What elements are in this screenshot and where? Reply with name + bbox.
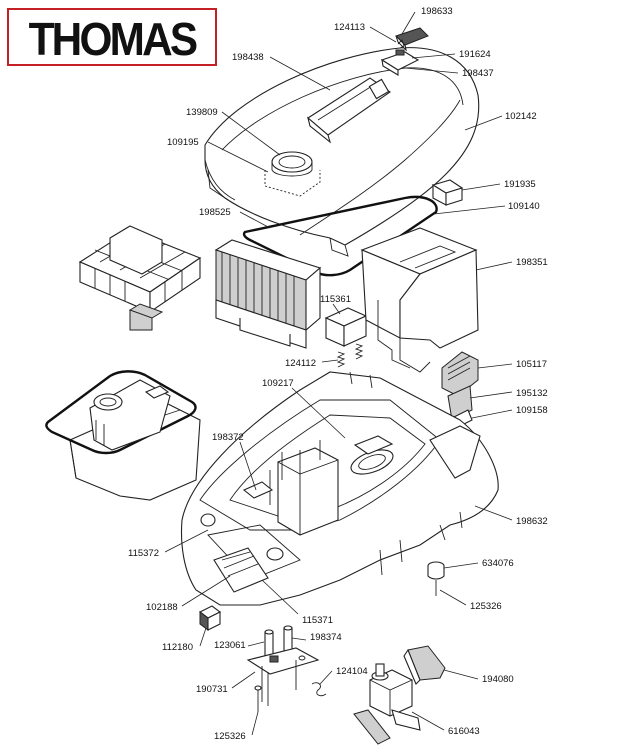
label-109195: 109195 bbox=[167, 137, 199, 148]
label-109140: 109140 bbox=[508, 201, 540, 212]
pedal-drawing bbox=[213, 547, 269, 593]
base-body-drawing bbox=[181, 371, 499, 606]
spring-clip-drawing bbox=[311, 682, 327, 697]
label-115361: 115361 bbox=[320, 294, 351, 305]
label-112180: 112180 bbox=[162, 642, 193, 653]
label-102142: 102142 bbox=[505, 111, 537, 122]
lower-bracket-drawing bbox=[353, 709, 391, 745]
label-198437: 198437 bbox=[462, 68, 494, 79]
label-198374: 198374 bbox=[310, 632, 342, 643]
switch-drawing bbox=[198, 605, 222, 631]
water-bowl-drawing bbox=[45, 370, 201, 501]
pleated-filter-drawing bbox=[214, 239, 322, 349]
filter-tray-drawing bbox=[78, 225, 202, 331]
label-125326-right: 125326 bbox=[470, 601, 502, 612]
label-115371: 115371 bbox=[302, 615, 333, 626]
foam-block-drawing bbox=[324, 307, 368, 347]
label-191624: 191624 bbox=[459, 49, 491, 60]
label-105117: 105117 bbox=[516, 359, 547, 370]
label-198525: 198525 bbox=[199, 207, 231, 218]
water-tank-drawing bbox=[360, 227, 479, 373]
label-198633: 198633 bbox=[421, 6, 453, 17]
label-198351: 198351 bbox=[516, 257, 548, 268]
logo-text: THOMAS bbox=[28, 13, 199, 65]
hose-port-drawing bbox=[264, 151, 321, 197]
label-198632: 198632 bbox=[516, 516, 548, 527]
label-616043: 616043 bbox=[448, 726, 480, 737]
lid-drawing bbox=[204, 47, 480, 257]
part-labels: 198633 124113 191624 198438 198437 13980… bbox=[128, 6, 548, 742]
label-115372: 115372 bbox=[128, 548, 159, 559]
lid-gasket-drawing bbox=[242, 195, 438, 277]
label-124104: 124104 bbox=[336, 666, 368, 677]
label-190731: 190731 bbox=[196, 684, 228, 695]
label-124113: 124113 bbox=[334, 22, 365, 33]
label-194080: 194080 bbox=[482, 674, 514, 685]
label-125326-bottom: 125326 bbox=[214, 731, 246, 742]
leader-lines bbox=[164, 11, 513, 736]
springs-drawing bbox=[336, 343, 364, 368]
pump-drawing bbox=[369, 663, 421, 731]
label-198372: 198372 bbox=[212, 432, 244, 443]
label-634076: 634076 bbox=[482, 558, 514, 569]
label-191935: 191935 bbox=[504, 179, 536, 190]
logo-inner: THOMAS bbox=[12, 13, 212, 65]
label-102188: 102188 bbox=[146, 602, 178, 613]
label-109217: 109217 bbox=[262, 378, 294, 389]
clip-block-drawing bbox=[431, 179, 464, 206]
lid-handle-drawing bbox=[307, 77, 391, 144]
screws-drawing bbox=[254, 561, 445, 712]
label-123061: 123061 bbox=[214, 640, 246, 651]
label-198438: 198438 bbox=[232, 52, 264, 63]
release-button-drawing bbox=[380, 27, 429, 76]
thomas-logo: THOMAS bbox=[7, 8, 217, 66]
label-195132: 195132 bbox=[516, 388, 548, 399]
heater-assembly-drawing bbox=[246, 625, 320, 706]
angled-part-drawing bbox=[403, 645, 446, 685]
label-109158: 109158 bbox=[516, 405, 548, 416]
label-124112: 124112 bbox=[285, 358, 316, 369]
label-139809: 139809 bbox=[186, 107, 218, 118]
cartridge-drawing bbox=[441, 351, 479, 431]
